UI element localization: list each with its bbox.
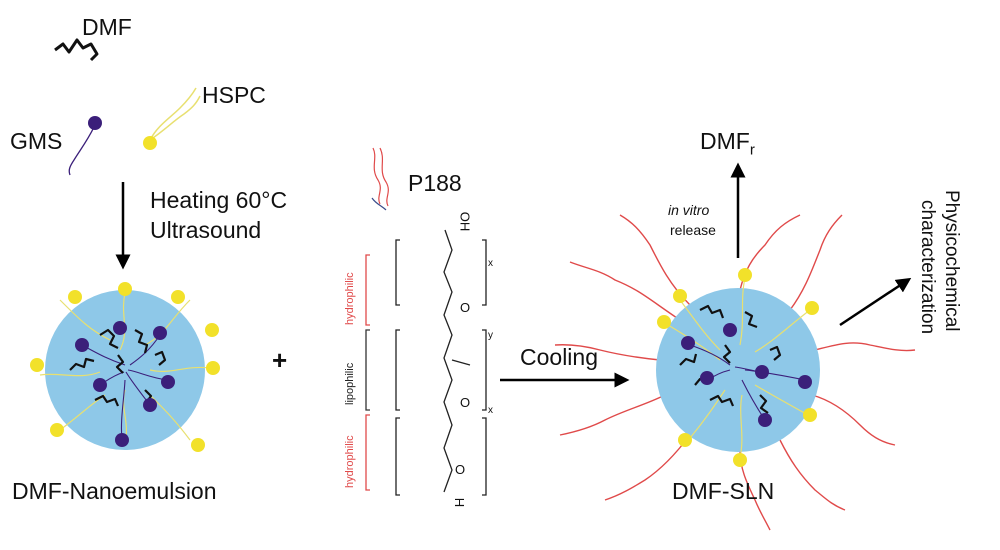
lipophilic-label: lipophilic — [344, 362, 356, 405]
gms-label: GMS — [10, 128, 63, 154]
chem-o2: O — [460, 395, 471, 410]
physicochemical-label: Physicochemical — [941, 190, 962, 332]
dmf-label: DMF — [82, 14, 132, 40]
chem-y: y — [488, 330, 493, 341]
chem-o3: O — [455, 462, 466, 477]
chem-h: H — [452, 497, 468, 508]
hspc-label: HSPC — [202, 82, 266, 108]
sln-label: DMF-SLN — [672, 478, 775, 504]
sln-particle — [554, 214, 916, 531]
plus-sign: + — [272, 345, 288, 375]
hydrophilic-bottom-label: hydrophilic — [344, 435, 356, 488]
gms-molecule-icon — [68, 116, 102, 176]
dmf-r-label: DMFr — [700, 128, 755, 159]
dmf-r-subscript: r — [749, 141, 755, 159]
p188-chemical-structure — [365, 229, 487, 496]
in-vitro-label: in vitro — [668, 202, 710, 218]
dmf-r-main: DMF — [700, 128, 750, 154]
cooling-label: Cooling — [520, 344, 598, 370]
chem-o1: O — [460, 300, 471, 315]
nanoemulsion-particle — [30, 282, 220, 452]
p188-molecule-icon — [371, 147, 389, 211]
characterization-label: characterization — [917, 200, 938, 335]
hydrophilic-top-label: hydrophilic — [344, 272, 356, 325]
chem-oh: OH — [457, 211, 473, 232]
ultrasound-label: Ultrasound — [150, 217, 262, 243]
heating-label: Heating 60°C — [150, 187, 288, 213]
release-label: release — [670, 222, 716, 238]
p188-label: P188 — [408, 170, 462, 196]
chem-x1: x — [488, 258, 493, 269]
dmf-molecule-icon — [54, 38, 99, 62]
hspc-molecule-icon — [143, 87, 201, 150]
characterization-arrow — [839, 277, 912, 327]
nanoemulsion-label: DMF-Nanoemulsion — [12, 478, 217, 504]
chem-x2: x — [488, 405, 493, 416]
